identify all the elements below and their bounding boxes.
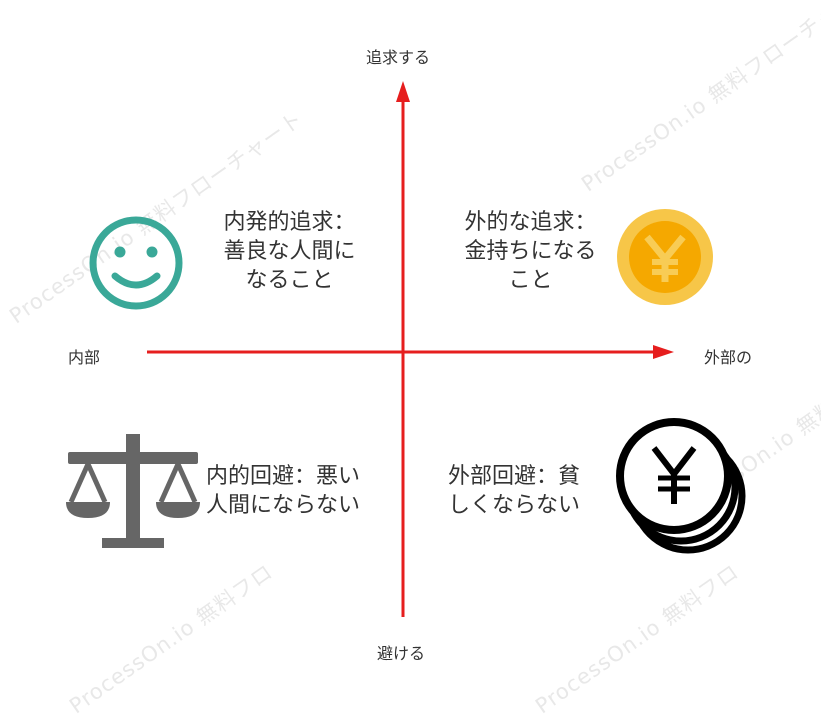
text-line: 内発的追求： [223,210,356,235]
horizontal-arrowhead [653,345,674,359]
text-line: こと [508,268,553,293]
scales-icon [66,434,200,548]
text-line: 内的回避：悪い [206,464,361,489]
quadrant-top-right-text: 外的な追求： 金持ちになる こと [453,208,608,295]
quadrant-top-left-text: 内発的追求： 善良な人間に なること [212,208,367,295]
yen-coin-icon [617,209,713,305]
yen-stack-icon [616,418,746,554]
text-line: 善良な人間に [223,239,356,264]
vertical-arrowhead [396,81,410,102]
axis-label-left: 内部 [68,348,101,367]
quadrant-bottom-right-text: 外部回避：貧 しくならない [448,462,598,520]
text-line: 外部回避：貧 [448,464,581,489]
axis-label-bottom: 避ける [377,644,426,663]
text-line: 金持ちになる [464,239,597,264]
axis-label-top: 追求する [366,48,431,67]
text-line: しくならない [448,493,581,518]
quadrant-bottom-left-text: 内的回避：悪い 人間にならない [206,462,371,520]
text-line: 外的な追求： [464,210,597,235]
smiley-icon [89,216,183,310]
text-line: 人間にならない [206,493,361,518]
text-line: なること [245,268,334,293]
axis-label-right: 外部の [704,348,753,367]
quadrant-axes [147,81,674,617]
